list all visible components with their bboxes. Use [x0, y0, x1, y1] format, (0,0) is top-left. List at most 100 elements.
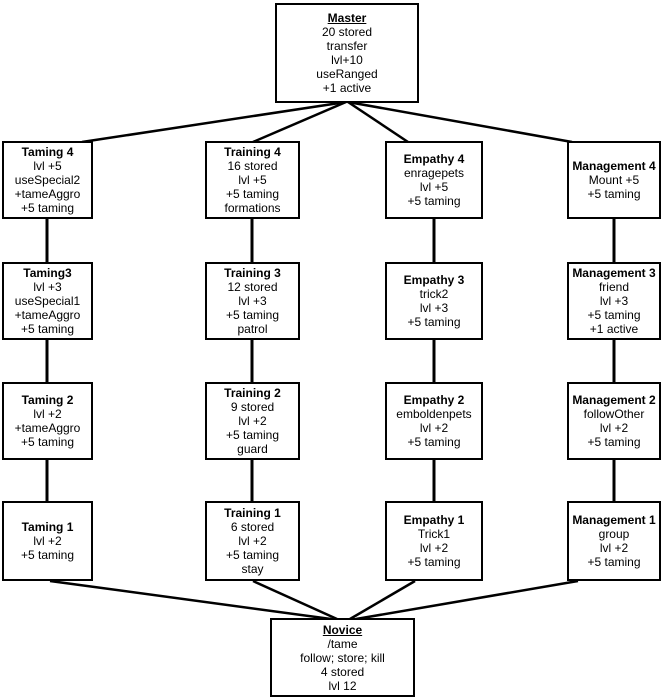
edge-empathy1-novice — [349, 579, 416, 621]
node-line: lvl +3 — [419, 301, 449, 315]
node-line: emboldenpets — [396, 407, 472, 421]
node-title: Management 2 — [572, 393, 656, 407]
node-line: +5 taming — [587, 308, 641, 322]
node-line: +5 taming — [20, 548, 75, 562]
edge-master-taming4 — [81, 100, 347, 144]
node-title: Novice — [322, 622, 363, 637]
node-line: lvl +3 — [238, 294, 267, 308]
node-taming-1: Taming 1 lvl +2+5 taming — [2, 501, 93, 581]
node-line: +tameAggro — [14, 187, 81, 201]
node-line: +5 taming — [407, 194, 461, 208]
node-line: +5 taming — [225, 187, 280, 201]
node-line: trick2 — [419, 287, 449, 301]
node-line: guard — [237, 442, 268, 456]
node-line: +5 taming — [587, 187, 641, 201]
node-line: 20 stored — [321, 25, 373, 39]
node-title: Taming 1 — [21, 520, 74, 534]
node-line: +5 taming — [20, 435, 75, 449]
node-title: Training 2 — [224, 386, 281, 400]
edge-taming1-novice — [49, 579, 332, 621]
node-line: +5 taming — [407, 555, 461, 569]
node-line: +1 active — [322, 81, 372, 95]
edge-management1-novice — [355, 579, 579, 621]
node-line: lvl +2 — [238, 534, 267, 548]
node-line: 6 stored — [230, 520, 275, 534]
node-line: formations — [224, 201, 281, 215]
node-title: Empathy 4 — [403, 152, 465, 166]
node-line: Mount +5 — [588, 173, 640, 187]
node-line: +5 taming — [587, 435, 641, 449]
node-line: +tameAggro — [14, 421, 81, 435]
node-line: +5 taming — [225, 308, 280, 322]
node-line: lvl 12 — [328, 678, 357, 693]
node-line: lvl +2 — [419, 421, 449, 435]
node-line: friend — [598, 280, 629, 294]
node-line: lvl+10 — [331, 53, 363, 67]
node-line: +5 taming — [407, 315, 461, 329]
node-line: lvl +2 — [599, 541, 629, 555]
edge-master-training4 — [252, 100, 347, 144]
node-title: Taming 4 — [21, 145, 74, 159]
node-line: lvl +2 — [419, 541, 449, 555]
node-line: enragepets — [403, 166, 465, 180]
node-line: Trick1 — [417, 527, 451, 541]
node-lines: lvl +2+tameAggro+5 taming — [15, 407, 81, 449]
node-management-4: Management 4 Mount +5+5 taming — [567, 141, 661, 219]
node-line: lvl +5 — [419, 180, 449, 194]
node-line: +tameAggro — [14, 308, 81, 322]
node-title: Training 4 — [224, 145, 281, 159]
node-line: lvl +2 — [599, 421, 629, 435]
node-line: /tame — [327, 636, 358, 651]
node-title: Training 1 — [224, 506, 281, 520]
node-taming-2: Taming 2 lvl +2+tameAggro+5 taming — [2, 382, 93, 460]
edge-master-management4 — [347, 100, 573, 144]
node-title: Taming3 — [23, 266, 72, 280]
node-line: +5 taming — [20, 201, 75, 215]
node-line: lvl +5 — [33, 159, 62, 173]
node-title: Taming 2 — [21, 393, 74, 407]
node-title: Empathy 2 — [403, 393, 465, 407]
node-line: useSpecial2 — [14, 173, 81, 187]
node-line: +1 active — [589, 322, 639, 336]
node-line: patrol — [237, 322, 268, 336]
node-line: 4 stored — [320, 664, 365, 679]
node-line: lvl +2 — [33, 407, 62, 421]
node-line: lvl +2 — [238, 414, 267, 428]
edge-master-empathy4 — [347, 100, 409, 144]
node-line: lvl +3 — [599, 294, 629, 308]
node-line: lvl +5 — [238, 173, 267, 187]
node-line: +5 taming — [587, 555, 641, 569]
edge-training1-novice — [252, 579, 338, 621]
node-line: followOther — [583, 407, 645, 421]
node-lines: lvl +2+5 taming — [21, 534, 74, 562]
node-title: Management 1 — [572, 513, 656, 527]
node-title: Management 3 — [572, 266, 656, 280]
node-line: +5 taming — [407, 435, 461, 449]
node-title: Master — [327, 11, 367, 25]
node-line: lvl +2 — [33, 534, 62, 548]
node-title: Management 4 — [572, 159, 656, 173]
node-line: stay — [241, 562, 264, 576]
node-line: 16 stored — [227, 159, 278, 173]
